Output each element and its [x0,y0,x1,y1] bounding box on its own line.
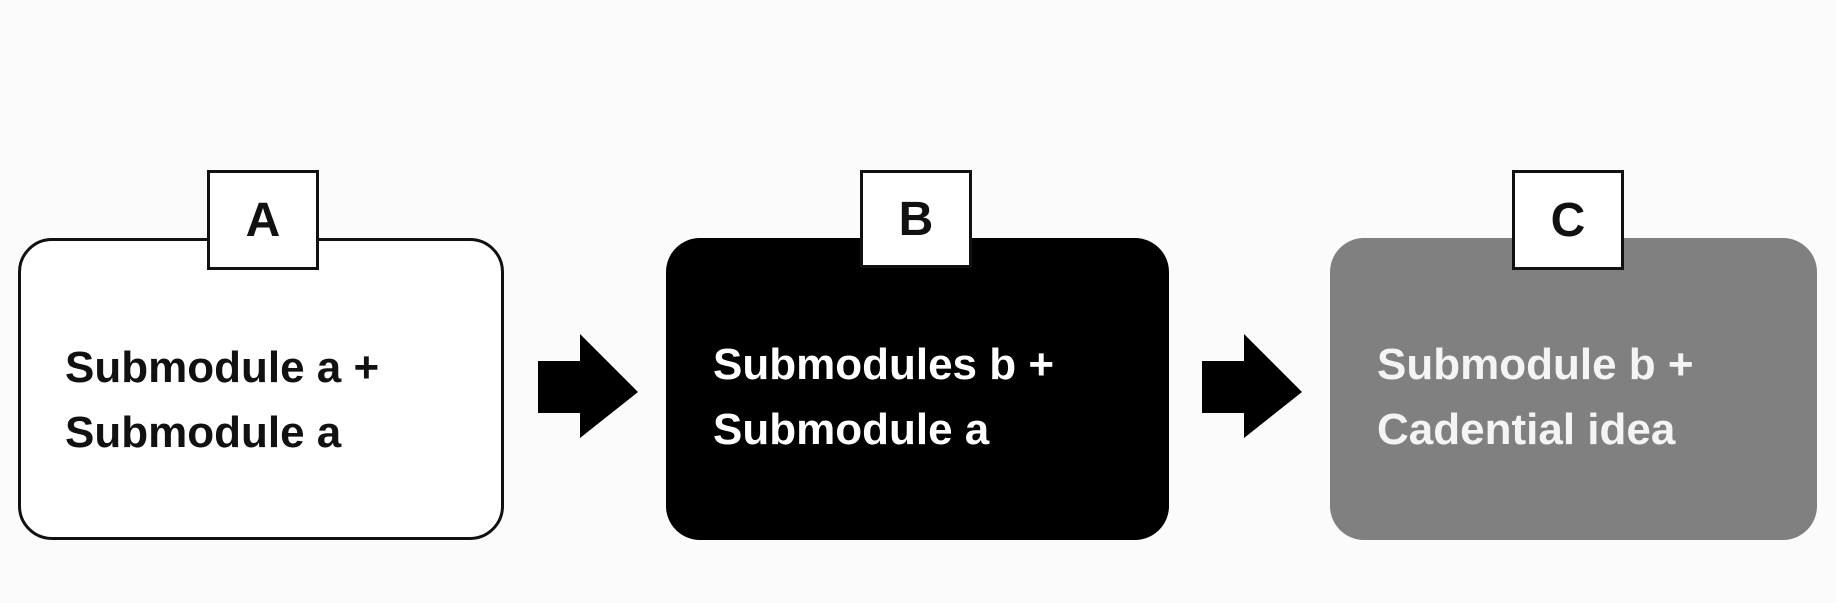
stage-c-box: Submodule b + Cadential idea [1330,238,1817,540]
stage-c-line-2: Cadential idea [1377,405,1676,454]
stage-c-line-1: Submodule b + [1377,340,1694,389]
stage-b-text: Submodules b + Submodule a [713,332,1054,462]
stage-a-line-2: Submodule a [65,408,342,457]
arrow-right-icon [538,334,638,438]
stage-b-box: Submodules b + Submodule a [666,238,1169,540]
stage-a-tag: A [207,170,319,270]
stage-c-text: Submodule b + Cadential idea [1377,332,1694,462]
stage-b-tag: B [860,170,972,268]
stage-a-line-1: Submodule a + [65,343,380,392]
stage-b-line-2: Submodule a [713,405,990,454]
stage-c-tag: C [1512,170,1624,270]
stage-b-line-1: Submodules b + [713,340,1055,389]
arrow-right-icon [1202,334,1302,438]
stage-a-box: Submodule a + Submodule a [18,238,504,540]
stage-a-text: Submodule a + Submodule a [65,335,379,465]
